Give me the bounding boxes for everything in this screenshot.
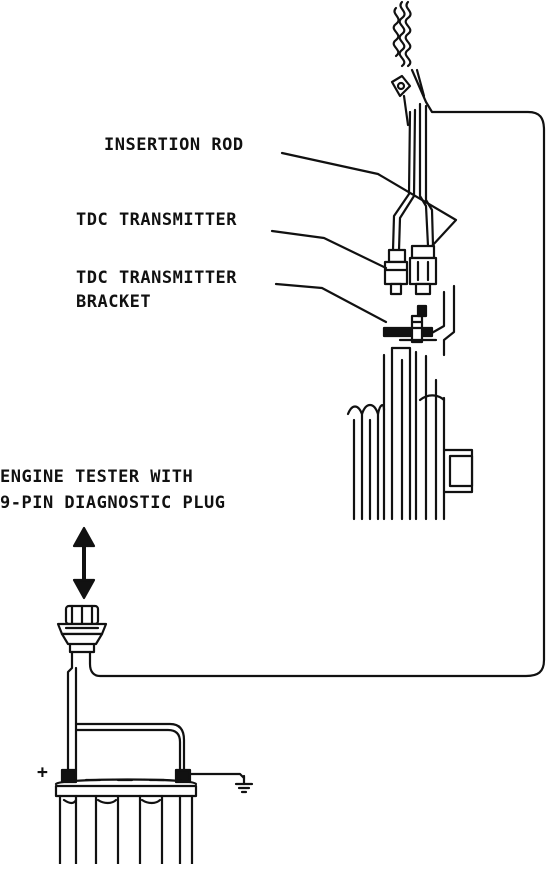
tdc-bracket — [382, 284, 456, 357]
battery — [54, 768, 198, 866]
label-engine-tester-line1: ENGINE TESTER WITH — [0, 467, 194, 487]
label-tdc-bracket-line1: TDC TRANSMITTER — [76, 268, 238, 288]
insertion-rod-body — [408, 244, 438, 296]
signal-cable — [88, 68, 546, 678]
coiled-cable — [392, 0, 412, 68]
leader-tdc-bracket — [274, 282, 388, 324]
double-arrow — [72, 526, 96, 600]
label-engine-tester-line2: 9-PIN DIAGNOSTIC PLUG — [0, 493, 226, 513]
crankshaft-pulley — [346, 346, 474, 521]
transmitter-cable — [397, 108, 417, 252]
label-tdc-bracket-line2: BRACKET — [76, 292, 152, 312]
tdc-transmitter — [383, 248, 409, 296]
label-battery-positive: + — [37, 762, 49, 783]
insertion-rod — [418, 102, 435, 248]
leader-tdc-transmitter — [270, 229, 388, 270]
diagnostic-plug — [56, 604, 108, 654]
ground-symbol — [188, 772, 254, 794]
cable-clip — [390, 74, 412, 127]
label-tdc-transmitter: TDC TRANSMITTER — [76, 210, 238, 230]
battery-cable — [66, 650, 186, 774]
label-insertion-rod: INSERTION ROD — [104, 135, 244, 155]
leader-insertion-rod — [280, 151, 458, 248]
